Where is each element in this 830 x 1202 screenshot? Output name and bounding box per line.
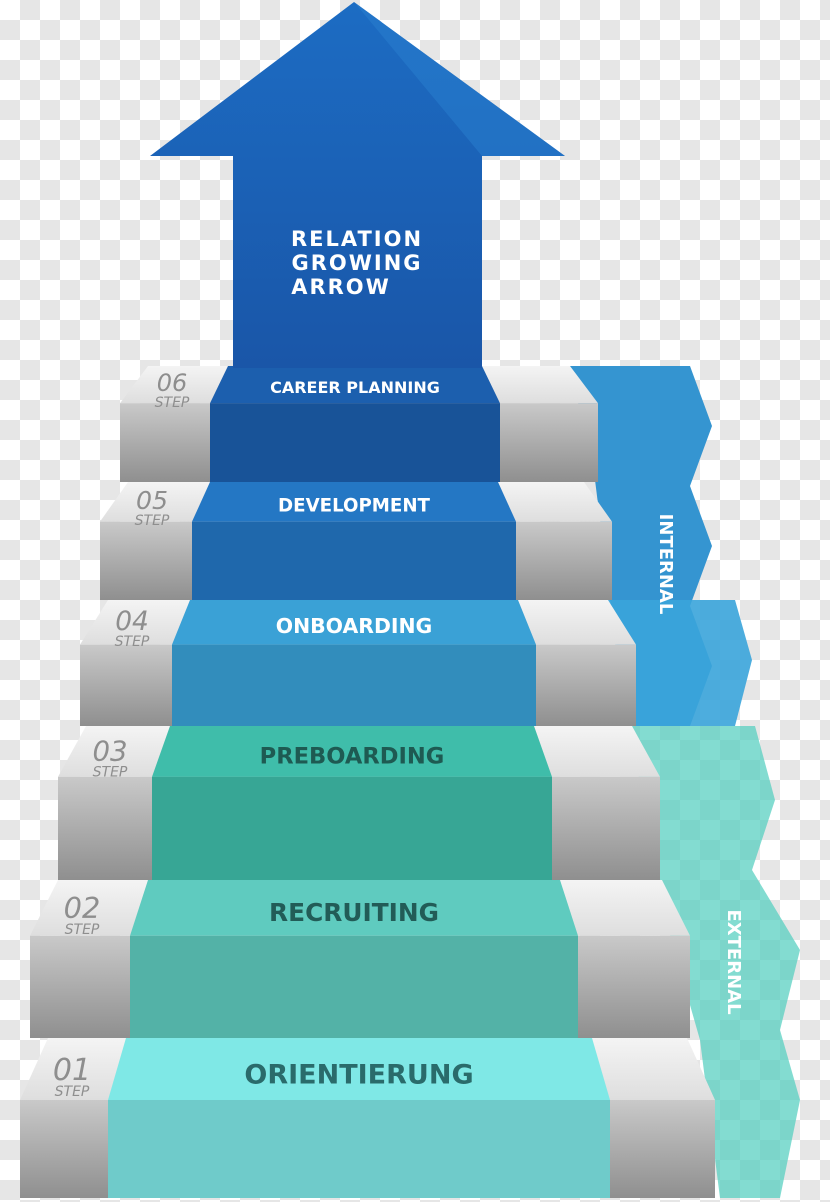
step-color-riser [152, 776, 552, 880]
step-number: 03 [92, 734, 127, 767]
step-number: 02 [64, 891, 101, 925]
external-label: EXTERNAL [723, 909, 744, 1014]
step-word: STEP [155, 395, 190, 411]
step-label: ONBOARDING [276, 614, 433, 638]
external-band: EXTERNAL [630, 726, 800, 1198]
step-color-tread [172, 600, 536, 645]
step-word: STEP [115, 634, 150, 650]
step-color-tread [130, 880, 578, 936]
step-color-riser-shade [192, 521, 516, 600]
step-color-riser-shade [130, 935, 578, 1038]
step-number: 05 [136, 486, 168, 515]
step-word: STEP [55, 1084, 90, 1100]
step-color-riser-shade [172, 644, 536, 726]
step-color-riser [172, 644, 536, 726]
arrow-title-line-3: ARROW [291, 275, 391, 299]
step-number: 06 [157, 369, 188, 397]
steps-group: 01STEPORIENTIERUNG02STEPRECRUITING03STEP… [20, 366, 715, 1198]
step-color-riser [108, 1100, 610, 1198]
relation-growing-arrow: RELATION GROWING ARROW [150, 2, 565, 368]
internal-label: INTERNAL [655, 514, 676, 615]
internal-band: INTERNAL [570, 366, 752, 726]
step-color-riser [192, 521, 516, 600]
step-color-tread [192, 482, 516, 522]
step-label: DEVELOPMENT [278, 495, 430, 516]
arrow-title-line-1: RELATION [291, 227, 423, 251]
step-number: 01 [53, 1053, 91, 1088]
step-color-tread [152, 726, 552, 777]
step-color-tread [210, 366, 500, 404]
step-color-tread [108, 1038, 610, 1100]
arrow-shape [150, 2, 565, 368]
step-number: 04 [115, 606, 149, 637]
step-color-riser [210, 403, 500, 482]
arrow-title-line-2: GROWING [291, 251, 422, 275]
external-band-shape [630, 726, 800, 1198]
step-color-riser-shade [108, 1100, 610, 1198]
arrow-shade [354, 2, 565, 156]
step-color-riser [130, 935, 578, 1038]
step-word: STEP [65, 922, 100, 938]
step-color-riser-shade [210, 403, 500, 482]
step-word: STEP [135, 513, 170, 529]
step-label: PREBOARDING [260, 743, 445, 769]
step-word: STEP [93, 764, 128, 780]
internal-band-lower [606, 600, 752, 726]
step-color-riser-shade [152, 776, 552, 880]
step-label: RECRUITING [269, 898, 439, 927]
step-label: CAREER PLANNING [270, 378, 440, 397]
step-label: ORIENTIERUNG [244, 1059, 473, 1090]
